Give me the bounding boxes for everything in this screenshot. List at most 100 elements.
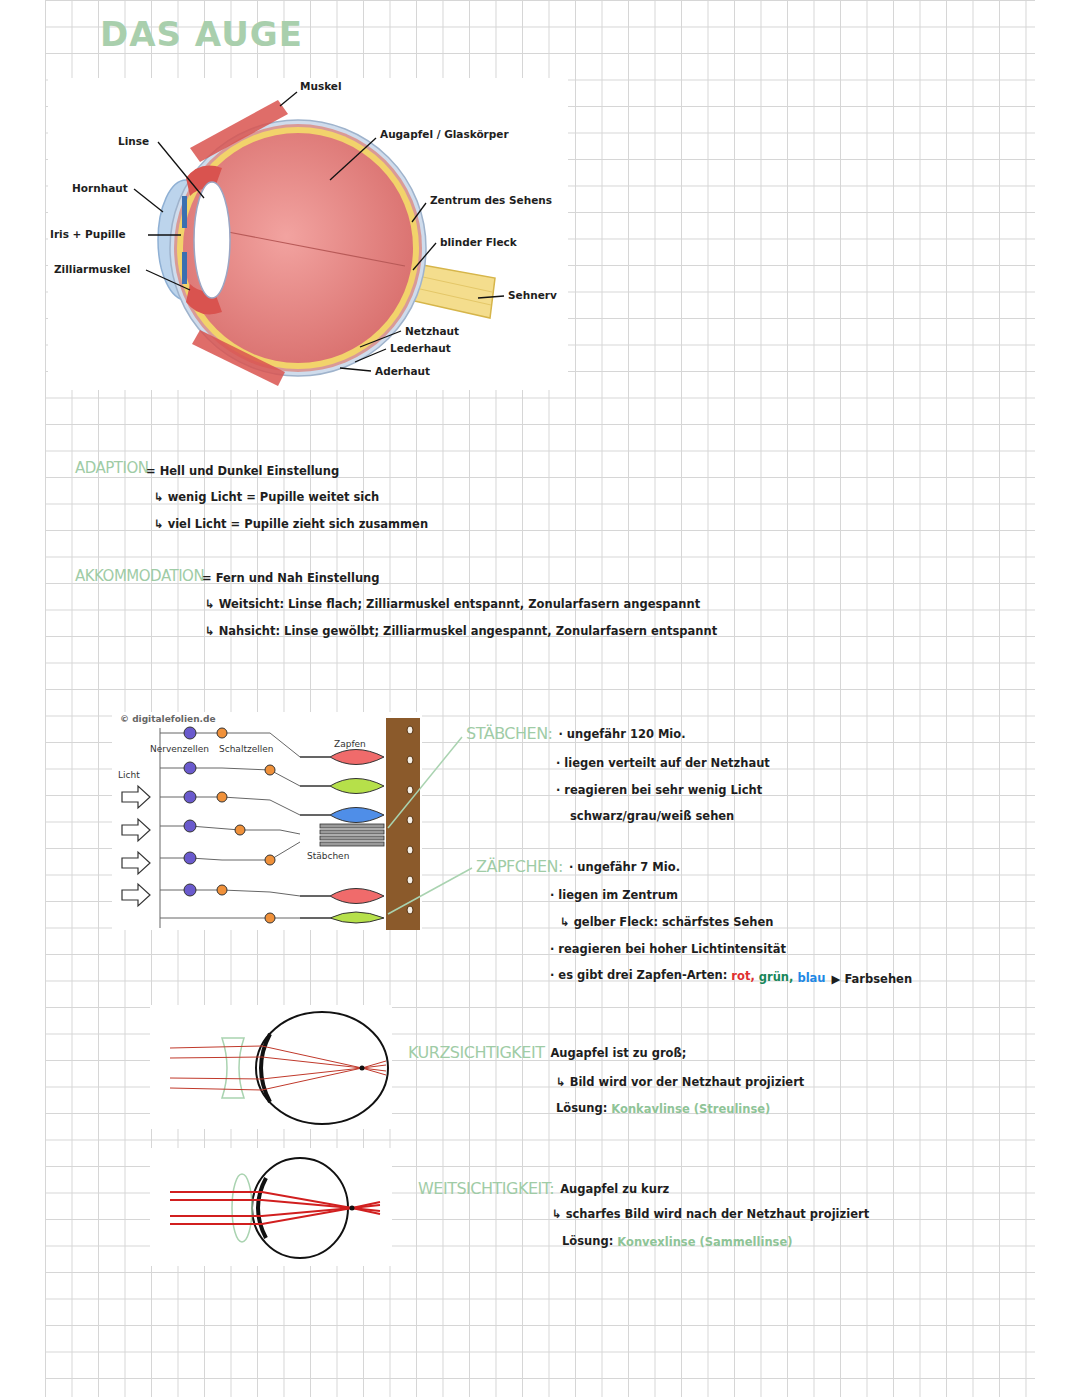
eye-illustration-part: [192, 330, 285, 386]
hyperopia-illustration-part-part: [170, 1205, 380, 1216]
solution-text: Konkavlinse (Streulinse): [611, 1103, 770, 1117]
retina-illustration-part-part: [300, 912, 384, 923]
retina-illustration-part-part: [235, 825, 245, 835]
cell-label: Stäbchen: [307, 851, 349, 862]
retina-illustration-part-part: [217, 728, 227, 738]
part-label: Linse: [118, 135, 149, 148]
note-line: · ungefähr 120 Mio.: [559, 728, 686, 742]
section-heading: ZÄPFCHEN:: [476, 857, 563, 876]
retina-illustration-part-part: [320, 842, 384, 846]
retina-illustration-part: [300, 750, 384, 924]
hyperopia-illustration-part: [350, 1206, 355, 1211]
part-label: Zilliarmuskel: [54, 263, 130, 276]
retina-illustration-part-part: [160, 842, 300, 860]
leader-lines-part: [134, 189, 163, 212]
retina-illustration-part-part: [407, 726, 413, 734]
eye-illustration-part: [177, 127, 419, 369]
leader-lines-part: [413, 243, 436, 270]
note-line: Augapfel ist zu groß;: [550, 1047, 686, 1061]
retina-illustration-part-part: [407, 786, 413, 794]
retina-illustration-part-part: [320, 824, 384, 828]
retina-illustration-part-part: [320, 836, 384, 840]
retina-illustration-part: [122, 786, 150, 906]
retina-illustration-part-part: [122, 852, 150, 874]
leader-lines-part: [388, 868, 472, 914]
leader-lines-part: [355, 349, 386, 362]
note-line: · liegen verteilt auf der Netzhaut: [556, 757, 770, 771]
retina-illustration-part-part: [265, 913, 275, 923]
hyperopia-illustration: [150, 1148, 392, 1266]
retina-illustration-part: [112, 712, 422, 930]
retina-illustration-part-part: [122, 786, 150, 808]
cell-label: Schaltzellen: [219, 744, 273, 755]
retina-illustration-part-part: [184, 727, 196, 739]
retina-illustration-part-part: [184, 791, 196, 803]
myopia-illustration-part-part: [170, 1046, 386, 1075]
note-line: · reagieren bei hoher Lichtintensität: [550, 943, 786, 957]
note-line: · es gibt drei Zapfen-Arten:: [550, 969, 727, 983]
note-line: ↳ viel Licht = Pupille zieht sich zusamm…: [154, 518, 428, 532]
note-line: Lösung:: [556, 1102, 607, 1116]
note-line: schwarz/grau/weiß sehen: [570, 810, 734, 824]
retina-illustration-part-part: [217, 792, 227, 802]
eye-illustration: [48, 78, 568, 390]
color-word: grün,: [759, 971, 794, 985]
note-line: ↳ Weitsicht: Linse flach; Zilliarmuskel …: [205, 598, 700, 612]
eye-illustration-part: [183, 133, 413, 363]
retina-illustration-part: [407, 726, 413, 914]
myopia-illustration-part: [261, 1034, 270, 1102]
note-line: ↳ Bild wird vor der Netzhaut projiziert: [556, 1076, 804, 1090]
retina-illustration-part-part: [407, 816, 413, 824]
retina-illustration-part-part: [160, 918, 300, 919]
hyperopia-illustration-part: [258, 1178, 266, 1238]
note-line: ↳ scharfes Bild wird nach der Netzhaut p…: [552, 1208, 869, 1222]
section-heading: ADAPTION: [75, 459, 148, 477]
cell-label: Nervenzellen: [150, 744, 209, 755]
leader-lines-part: [330, 138, 376, 180]
note-line: ↳ gelber Fleck: schärfstes Sehen: [560, 916, 774, 930]
note-line: Augapfel zu kurz: [560, 1183, 669, 1197]
retina-illustration-part-part: [160, 728, 161, 928]
part-label: Aderhaut: [375, 365, 430, 378]
note-line: Lösung:: [562, 1235, 613, 1249]
retina-illustration-part-part: [265, 765, 275, 775]
retina-illustration-part: [217, 728, 275, 923]
part-label: Iris + Pupille: [50, 228, 126, 241]
retina-illustration-part-part: [217, 885, 227, 895]
leader-lines-part: [146, 270, 190, 290]
part-label: blinder Fleck: [440, 236, 517, 249]
leader-lines-part: [158, 142, 204, 198]
part-label: Augapfel / Glaskörper: [380, 128, 509, 141]
note-line: · ungefähr 7 Mio.: [569, 861, 680, 875]
myopia-illustration-part: [360, 1066, 365, 1071]
eye-illustration-part: [48, 78, 568, 390]
retina-illustration-part-part: [407, 906, 413, 914]
retina-illustration-part-part: [300, 750, 384, 765]
retina-illustration-part-part: [160, 890, 300, 896]
cell-label: Zapfen: [334, 739, 366, 750]
eye-illustration-part: [228, 232, 405, 266]
retina-illustration-part-part: [122, 819, 150, 841]
retina-illustration-part-part: [407, 876, 413, 884]
note-line: · reagieren bei sehr wenig Licht: [556, 784, 762, 798]
hyperopia-illustration-part: [252, 1158, 348, 1258]
solution-text: Konvexlinse (Sammellinse): [617, 1236, 792, 1250]
retina-illustration-part-part: [300, 808, 384, 823]
cell-label: Licht: [118, 770, 140, 781]
leader-lines-part: [280, 92, 297, 106]
leader-lines-part: [388, 737, 462, 828]
retina-illustration-part-part: [122, 884, 150, 906]
retina-illustration-part-part: [160, 768, 300, 786]
eye-illustration-part: [174, 124, 422, 372]
myopia-illustration-part: [256, 1012, 388, 1124]
retina-illustration: [112, 712, 472, 930]
eye-illustration-part: [182, 196, 187, 228]
leader-lines: [388, 737, 472, 914]
retina-illustration-part-part: [300, 779, 384, 794]
part-label: Lederhaut: [390, 342, 451, 355]
note-line: ↳ Nahsicht: Linse gewölbt; Zilliarmuskel…: [205, 625, 717, 639]
hyperopia-illustration-part: [232, 1174, 252, 1242]
retina-illustration-part-part: [160, 797, 300, 815]
color-word: rot,: [731, 970, 754, 984]
